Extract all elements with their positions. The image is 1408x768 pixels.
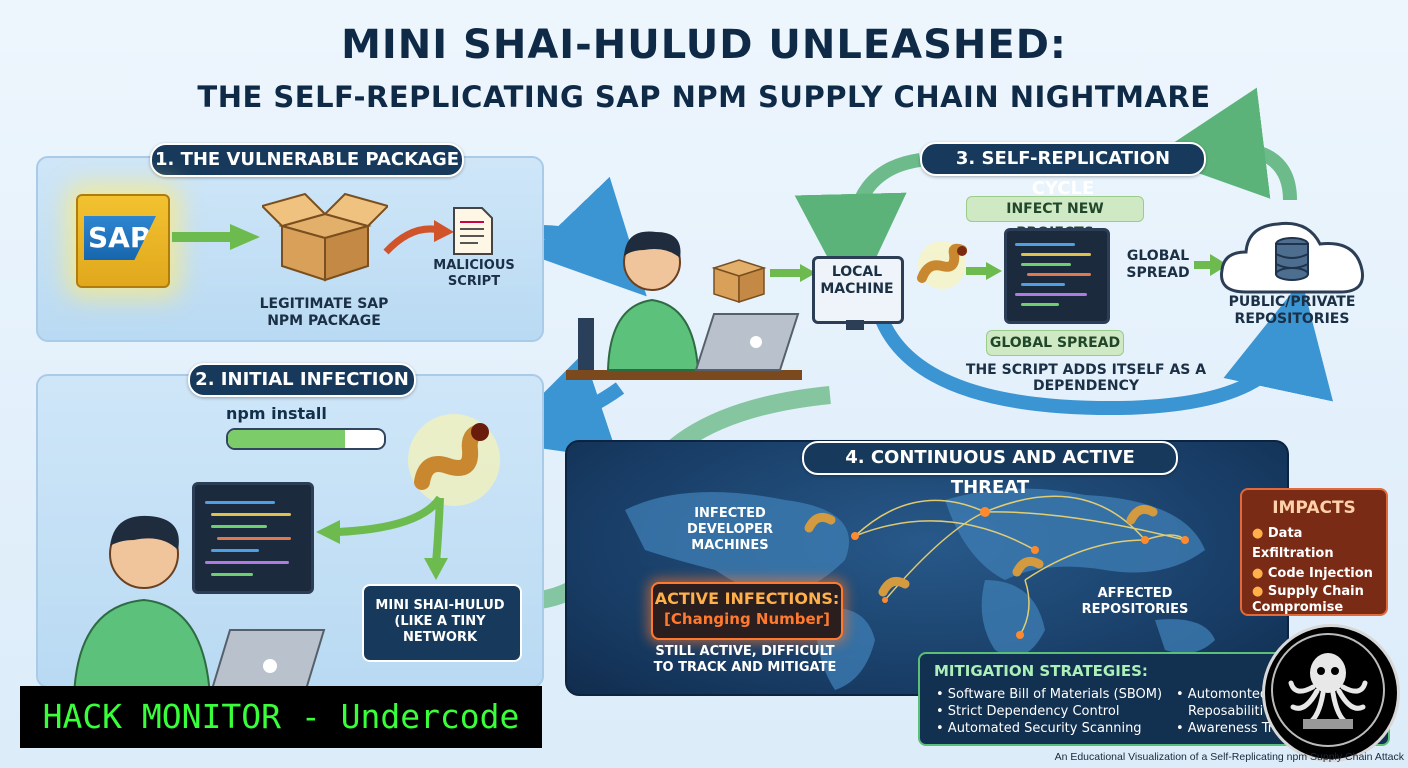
- octopus-icon: [1271, 633, 1385, 747]
- worm-icon-cycle: [917, 241, 967, 289]
- step2-heading: 2. INITIAL INFECTION: [188, 363, 416, 397]
- affected-repos-label: AFFECTED REPOSITORIES: [1081, 586, 1189, 617]
- arrow-cycle-left: [794, 153, 922, 306]
- impacts-box: IMPACTS ● Data Exfiltration ● Code Injec…: [1240, 488, 1388, 616]
- mitigation-item: • Automonted: [1176, 687, 1269, 702]
- impacts-list: ● Data Exfiltration ● Code Injection ● S…: [1252, 524, 1386, 616]
- impact-item: ● Supply Chain Compromise: [1252, 584, 1364, 615]
- impact-item: ● Data Exfiltration: [1252, 526, 1334, 561]
- impacts-title: IMPACTS: [1272, 498, 1356, 518]
- local-machine-label: LOCAL MACHINE: [820, 264, 894, 297]
- arrow-cycle-bottom: [875, 280, 1333, 416]
- code-editor-cycle: [1004, 228, 1110, 324]
- main-title: MINI SHAI-HULUD UNLEASHED:: [341, 22, 1067, 68]
- script-label: MALICIOUS SCRIPT: [433, 258, 515, 289]
- small-package-icon: [711, 259, 767, 304]
- infect-new-projects-tag: INFECT NEW PROJECTS: [966, 196, 1144, 241]
- developer-laptop-illustration: [566, 231, 802, 380]
- arrow-box-to-script: [383, 220, 454, 255]
- npm-install-command: npm install: [226, 404, 327, 423]
- mitigation-col1: • Software Bill of Materials (SBOM) • St…: [936, 686, 1162, 737]
- mitigation-item: • Software Bill of Materials (SBOM): [936, 687, 1163, 702]
- repositories-label: PUBLIC/PRIVATE REPOSITORIES: [1228, 294, 1356, 327]
- mitigation-col2: • Automonted Reposabiliti • Awareness Tr…: [1176, 686, 1281, 737]
- worm-callout-label: MINI SHAI-HULUD (LIKE A TINY NETWORK: [375, 598, 505, 645]
- active-infections-title: ACTIVE INFECTIONS:: [654, 589, 840, 608]
- arrow-to-repos: [1194, 254, 1228, 276]
- sap-logo: SAP: [76, 194, 170, 288]
- developer-bottom-illustration: [72, 515, 326, 697]
- arrow-cycle-top: [1152, 87, 1297, 201]
- worm-callout: [362, 584, 522, 662]
- active-infections-box: ACTIVE INFECTIONS: [Changing Number]: [651, 582, 843, 640]
- main-subtitle: THE SELF-REPLICATING SAP NPM SUPPLY CHAI…: [197, 80, 1211, 114]
- mitigation-item: • Strict Dependency Control: [936, 704, 1120, 719]
- arrow-sap-to-box: [172, 224, 260, 250]
- footer-caption: An Educational Visualization of a Self-R…: [1054, 751, 1404, 763]
- package-box-icon: [262, 192, 388, 282]
- arrow-to-local: [770, 264, 816, 282]
- mitigation-title: MITIGATION STRATEGIES:: [934, 662, 1148, 680]
- undercode-octopus-logo: [1262, 624, 1400, 762]
- script-document-icon: [453, 207, 493, 255]
- arrows-worm-to-code: [316, 495, 448, 580]
- code-editor-infection: [192, 482, 314, 594]
- mitigation-item: • Awareness Tra: [1176, 721, 1282, 736]
- arrow-worm-to-code: [966, 262, 1002, 280]
- package-label: LEGITIMATE SAP NPM PACKAGE: [259, 296, 389, 329]
- step3-heading: 3. SELF-REPLICATION CYCLE: [920, 142, 1206, 199]
- hack-monitor-watermark: HACK MONITOR - Undercode: [20, 686, 542, 748]
- world-map-illustration: [625, 488, 1215, 690]
- cloud-repository-icon: [1220, 221, 1365, 294]
- still-active-note: STILL ACTIVE, DIFFICULT TO TRACK AND MIT…: [653, 644, 837, 675]
- mitigation-item: Reposabiliti: [1188, 704, 1264, 719]
- install-progress-fill: [228, 430, 345, 448]
- active-infections-value: [Changing Number]: [664, 610, 830, 628]
- global-spread-tag: GLOBAL SPREAD: [986, 330, 1124, 356]
- sap-logo-text: SAP: [84, 216, 156, 260]
- worm-glow-icon: [408, 414, 500, 506]
- impact-item: ● Code Injection: [1252, 566, 1373, 581]
- mitigation-item: • Automated Security Scanning: [936, 721, 1142, 736]
- arrow-dev-to-infection: [494, 353, 625, 460]
- install-progress-bar: [226, 428, 386, 450]
- infected-machines-label: INFECTED DEVELOPER MACHINES: [687, 506, 773, 553]
- global-spread-arrow-label: GLOBAL SPREAD: [1126, 248, 1190, 281]
- step4-heading: 4. CONTINUOUS AND ACTIVE THREAT: [802, 441, 1178, 498]
- step1-heading: 1. THE VULNERABLE PACKAGE: [150, 143, 464, 177]
- arrow-package-to-dev: [528, 176, 647, 297]
- monitor-stand: [846, 320, 864, 330]
- dependency-note: THE SCRIPT ADDS ITSELF AS A DEPENDENCY: [965, 362, 1207, 394]
